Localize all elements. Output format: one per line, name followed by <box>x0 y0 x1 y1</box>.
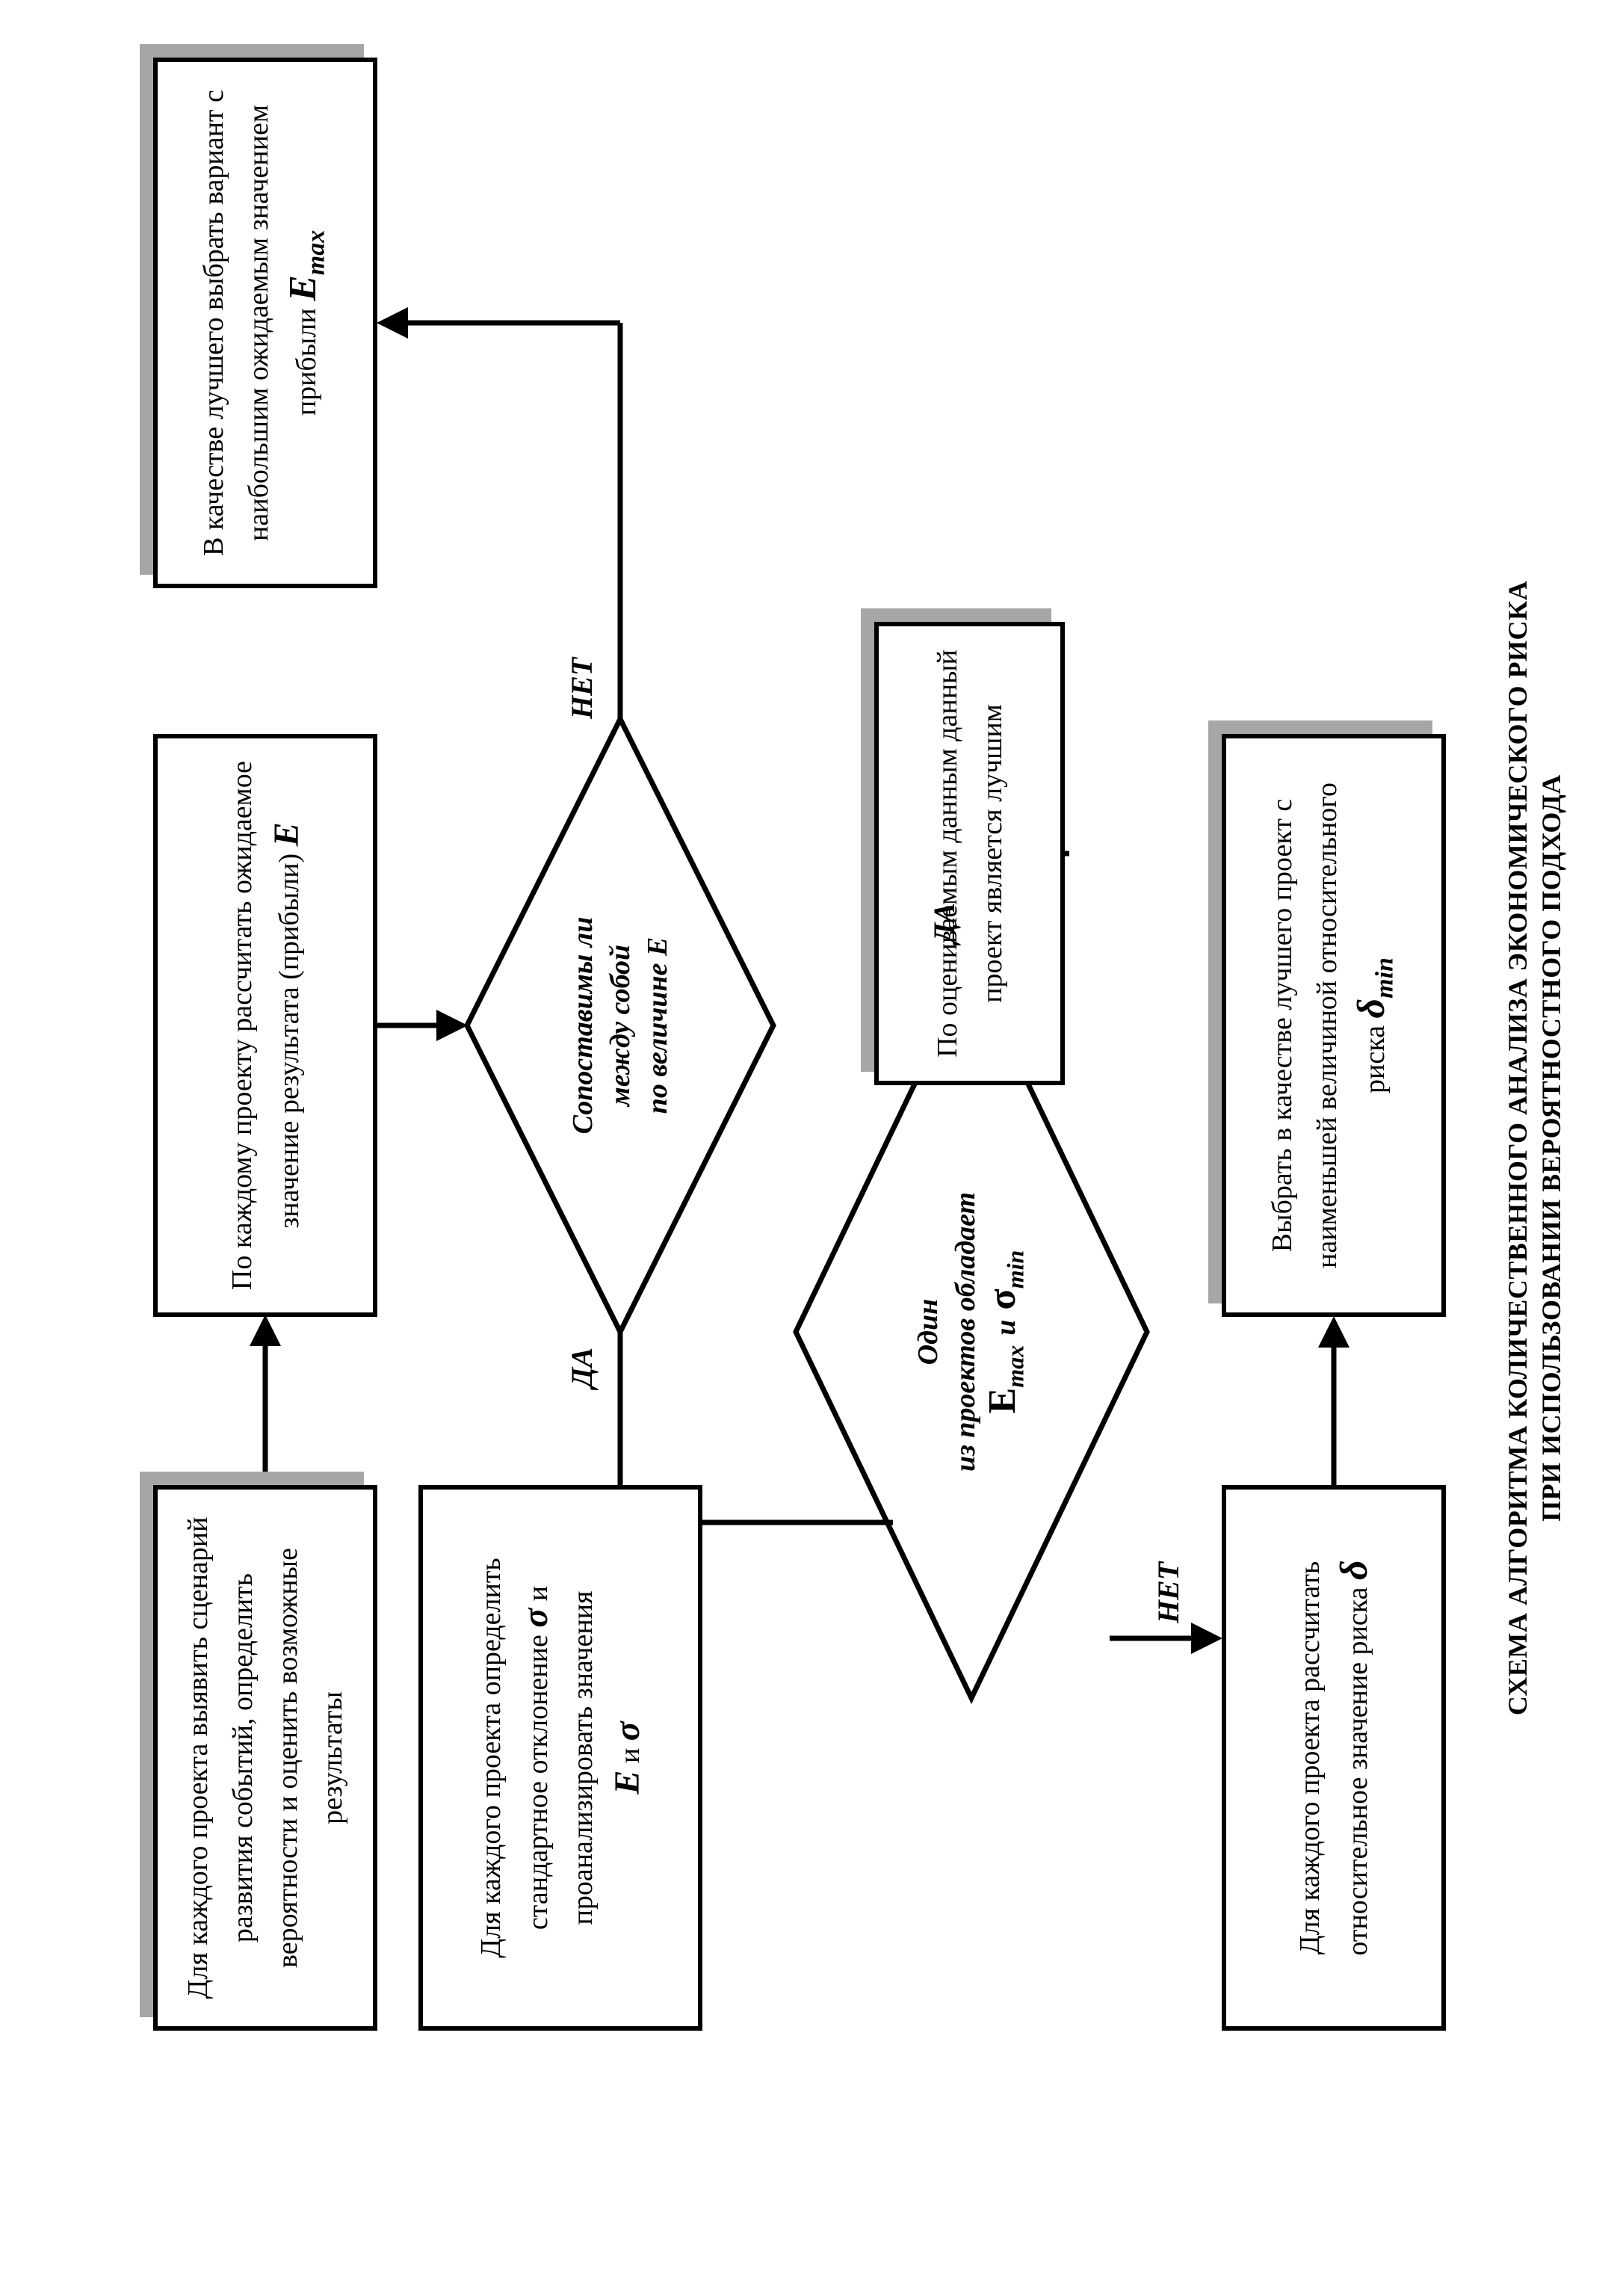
label-d1-yes: ДА <box>565 1347 599 1388</box>
box-calc-relative-risk: Для каждого проекта рассчитать относител… <box>1222 1485 1446 2031</box>
conj-and: и <box>522 1585 554 1602</box>
symbol-e-max: Emax <box>282 229 330 301</box>
box-std-deviation: Для каждого проекта определить стандартн… <box>418 1485 702 2031</box>
symbol-delta: δ <box>1333 1560 1376 1580</box>
symbol-sigma: σ <box>516 1608 555 1628</box>
symbol-e: E <box>266 822 306 847</box>
box-calc-expected: По каждому проекту рассчитать ожидаемое … <box>153 734 377 1317</box>
box-text: Выбрать в качестве лучшего проект с наим… <box>1267 783 1391 1268</box>
symbol-delta-min: δmin <box>1350 957 1399 1019</box>
label-d1-no: НЕТ <box>565 657 599 719</box>
label-d2-yes: ДА <box>927 902 961 943</box>
figure-title-line-1: СХЕМА АЛГОРИТМА КОЛИЧЕСТВЕННОГО АНАЛИЗА … <box>1503 580 1533 1716</box>
symbol-e: E <box>607 1770 647 1794</box>
box-text: По оцениваемым данным данный проект явля… <box>931 649 1008 1058</box>
box-choose-max-profit: В качестве лучшего выбрать вариант с наи… <box>153 58 377 588</box>
box-text-2: проанализировать значения <box>567 1590 599 1925</box>
label-d2-no: НЕТ <box>1151 1561 1185 1623</box>
conj-and: и <box>614 1747 646 1764</box>
box-text: В качестве лучшего выбрать вариант с наи… <box>198 90 323 556</box>
box-text: Для каждого проекта рассчитать относител… <box>1294 1561 1373 1956</box>
box-project-best: По оцениваемым данным данный проект явля… <box>874 622 1065 1085</box>
figure-title-line-2: ПРИ ИСПОЛЬЗОВАНИИ ВЕРОЯТНОСТНОГО ПОДХОДА <box>1536 774 1566 1522</box>
box-choose-min-risk: Выбрать в качестве лучшего проект с наим… <box>1222 734 1446 1317</box>
box-identify-scenarios: Для каждого проекта выявить сценарий раз… <box>153 1485 377 2031</box>
box-text: Для каждого проекта выявить сценарий раз… <box>182 1516 348 1999</box>
symbol-sigma: σ <box>607 1721 647 1741</box>
